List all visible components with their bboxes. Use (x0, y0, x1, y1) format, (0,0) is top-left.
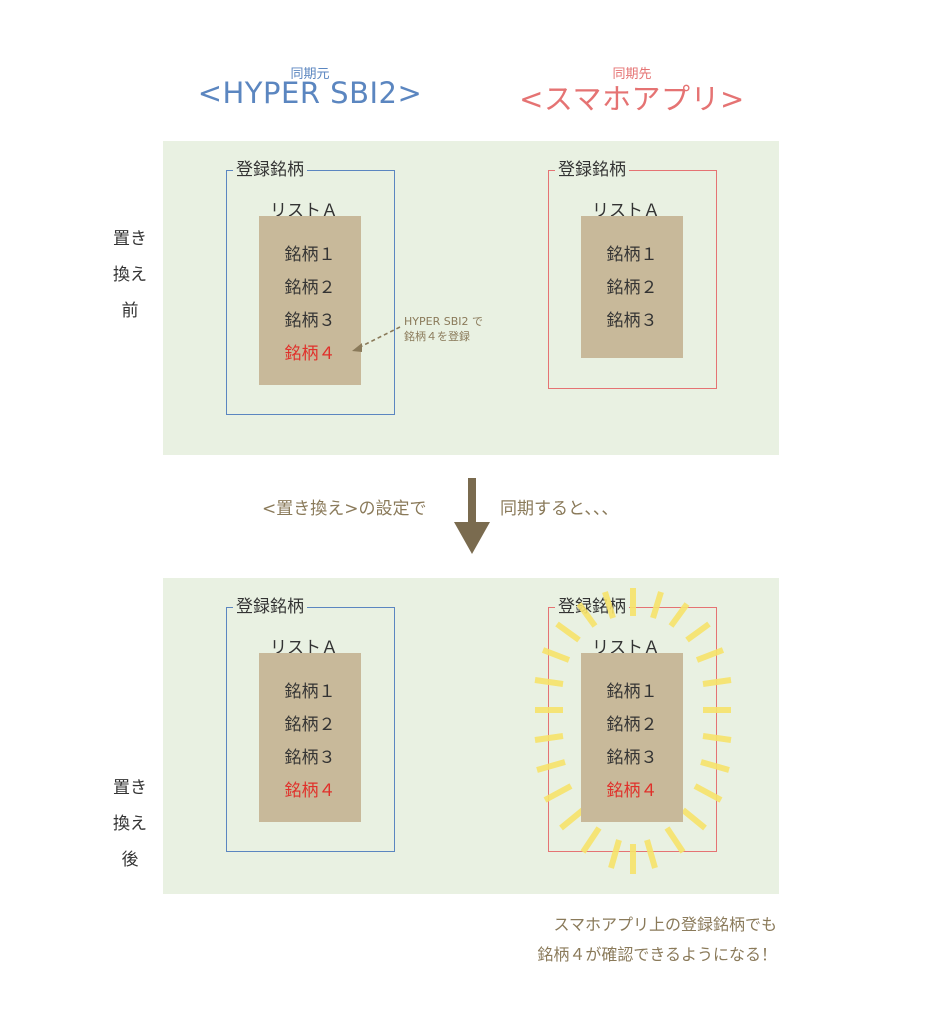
before-dest-list: 銘柄１ 銘柄２ 銘柄３ (581, 216, 683, 358)
after-source-frame: 登録銘柄 (226, 596, 395, 852)
dashed-arrow-icon (352, 326, 401, 352)
sync-text: 同期すると、、、 (500, 499, 619, 519)
before-dest-frame: 登録銘柄 (548, 159, 717, 389)
list-item-new: 銘柄４ (606, 781, 658, 801)
list-item: 銘柄２ (606, 278, 658, 298)
list-item: 銘柄２ (284, 715, 336, 735)
result-caption: スマホアプリ上の登録銘柄でも 銘柄４が確認できるようになる！ (537, 915, 777, 964)
list-item: 銘柄１ (606, 682, 658, 702)
after-dest-list: 銘柄１ 銘柄２ 銘柄３ 銘柄４ (581, 653, 683, 822)
down-arrow-icon (454, 478, 490, 554)
list-item: 銘柄３ (606, 311, 658, 331)
list-item: 銘柄３ (284, 311, 336, 331)
glow-burst-icon (534, 588, 732, 874)
source-sub-label: 同期元 (290, 67, 330, 82)
dest-title: <スマホアプリ> (519, 82, 745, 116)
dest-sub-label: 同期先 (612, 67, 652, 82)
list-item: 銘柄１ (284, 245, 336, 265)
before-panel: 登録銘柄 リストＡ 銘柄１ 銘柄２ 銘柄３ 銘柄４ HYPER SBI2 で 銘… (163, 141, 779, 455)
list-item: 銘柄２ (284, 278, 336, 298)
frame-title: 登録銘柄 (233, 159, 307, 181)
list-item-new: 銘柄４ (284, 781, 336, 801)
list-item: 銘柄１ (284, 682, 336, 702)
before-source-frame: 登録銘柄 (226, 159, 395, 415)
frame-title: 登録銘柄 (555, 159, 629, 181)
after-source-list: 銘柄１ 銘柄２ 銘柄３ 銘柄４ (259, 653, 361, 822)
frame-title: 登録銘柄 (233, 596, 307, 618)
list-item-new: 銘柄４ (284, 344, 336, 364)
setting-text: <置き換え>の設定で (262, 499, 427, 519)
list-item: 銘柄１ (606, 245, 658, 265)
after-panel: 登録銘柄 リストＡ 銘柄１ 銘柄２ 銘柄３ 銘柄４ 登録銘柄 (163, 578, 779, 894)
list-item: 銘柄２ (606, 715, 658, 735)
register-note: HYPER SBI2 で 銘柄４を登録 (404, 315, 483, 343)
before-side-label: 置き 換え 前 (113, 229, 147, 321)
list-item: 銘柄３ (284, 748, 336, 768)
source-title: <HYPER SBI2> (197, 76, 423, 110)
list-item: 銘柄３ (606, 748, 658, 768)
after-side-label: 置き 換え 後 (113, 778, 147, 870)
before-source-list: 銘柄１ 銘柄２ 銘柄３ 銘柄４ (259, 216, 361, 385)
